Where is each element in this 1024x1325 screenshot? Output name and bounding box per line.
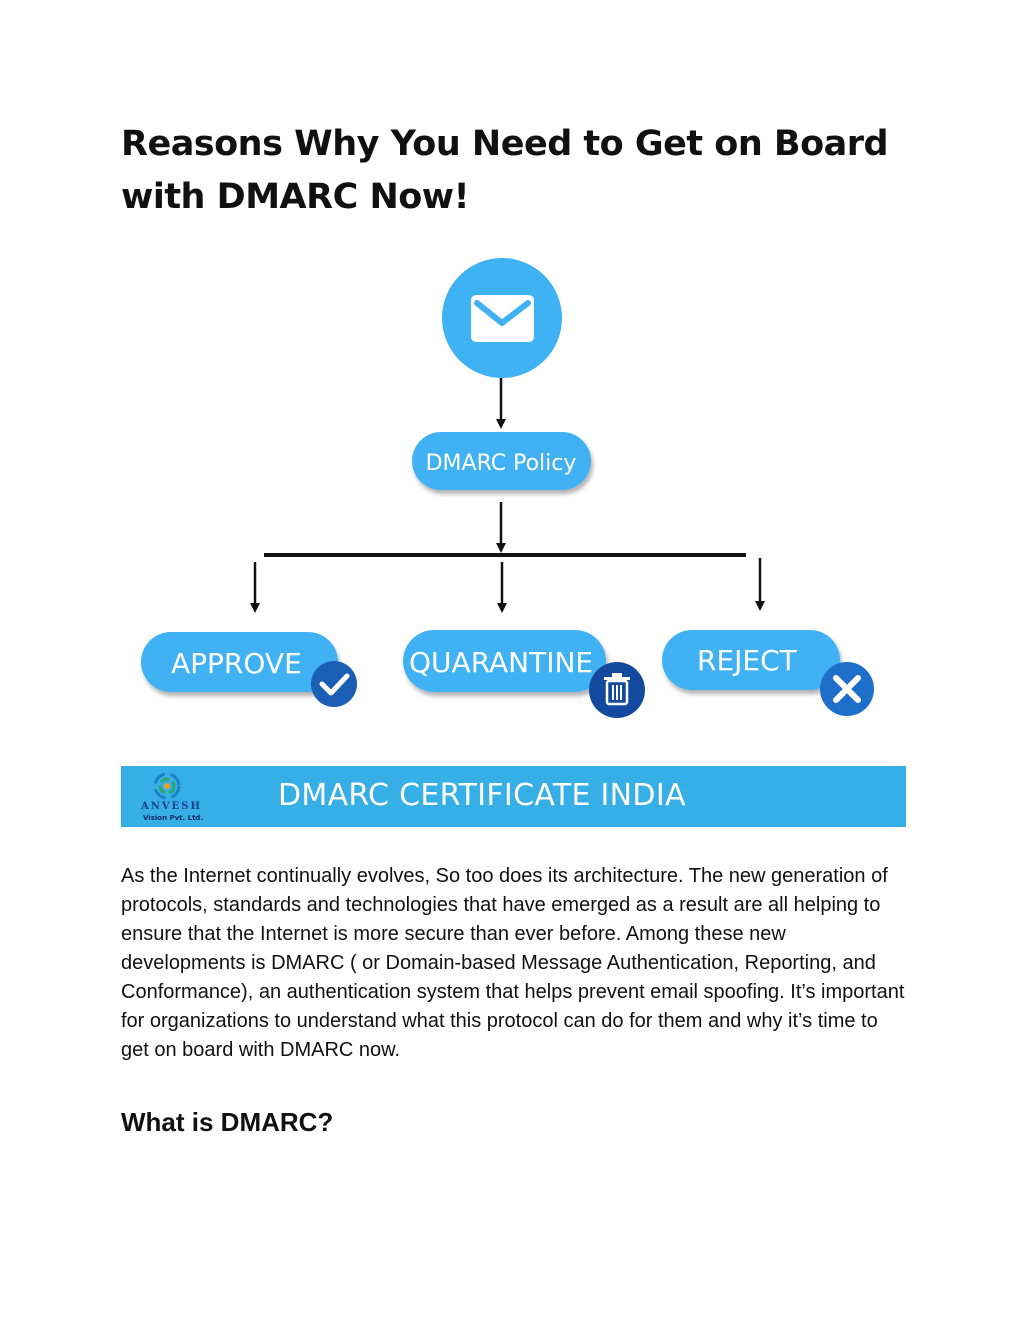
check-icon (311, 661, 357, 707)
approve-node: APPROVE (141, 632, 357, 707)
reject-node: REJECT (662, 630, 874, 716)
trash-icon (589, 662, 645, 718)
page-title: Reasons Why You Need to Get on Board wit… (121, 124, 889, 217)
section-heading: What is DMARC? (121, 1107, 334, 1137)
dmarc-flow-diagram: DMARC Policy APPROVE QUARANTINE REJECT (141, 258, 874, 718)
logo-subtitle: Vision Pvt. Ltd. (143, 814, 204, 822)
certificate-banner: ANVESH Vision Pvt. Ltd. DMARC CERTIFICAT… (121, 766, 906, 827)
anvesh-logo-icon (153, 772, 181, 800)
quarantine-node: QUARANTINE (403, 630, 645, 718)
reject-label: REJECT (697, 644, 798, 677)
logo-name: ANVESH (141, 801, 202, 812)
quarantine-label: QUARANTINE (409, 646, 593, 679)
approve-label: APPROVE (171, 647, 302, 680)
policy-node: DMARC Policy (412, 432, 591, 490)
banner-title: DMARC CERTIFICATE INDIA (278, 778, 686, 813)
policy-label: DMARC Policy (426, 451, 577, 476)
intro-paragraph: As the Internet continually evolves, So … (121, 865, 905, 1061)
close-icon (820, 662, 874, 716)
envelope-icon (442, 258, 562, 378)
